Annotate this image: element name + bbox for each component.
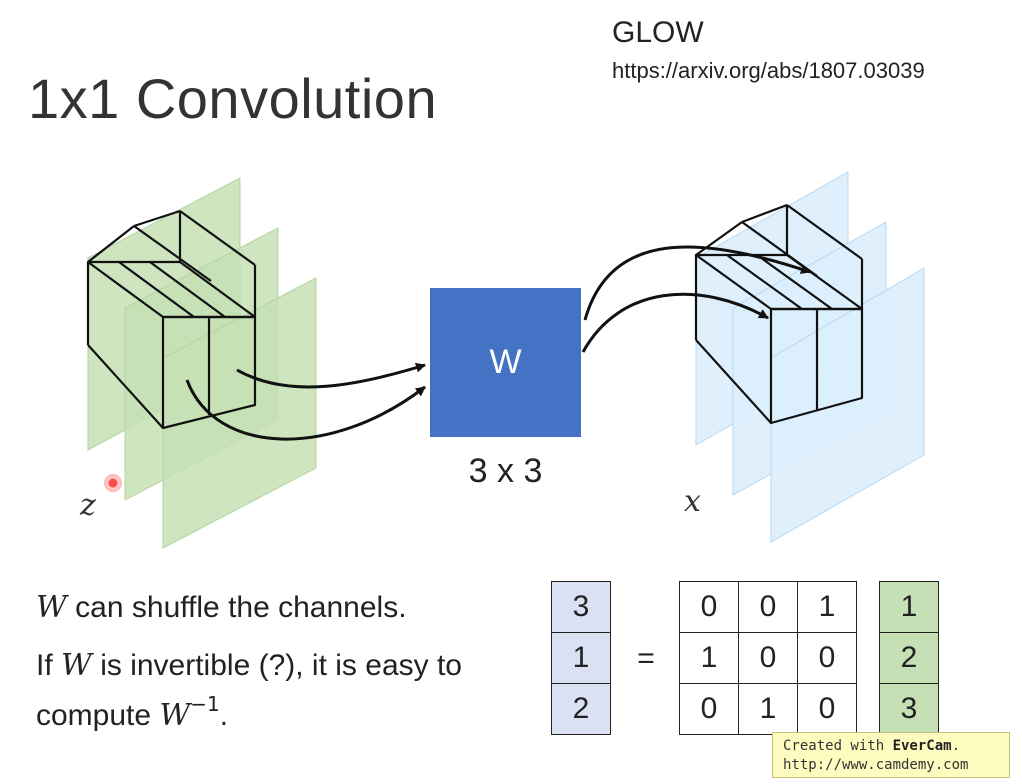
output-vector: 3 1 2	[551, 581, 611, 735]
flow-arrows	[185, 245, 811, 441]
inverse-superscript: −1	[190, 692, 220, 716]
vector-cell: 1	[879, 581, 939, 633]
weight-box	[430, 288, 581, 437]
vector-cell: 2	[551, 683, 611, 735]
note-var: W	[36, 590, 67, 625]
watermark-text: Created with	[783, 738, 893, 754]
note-text: is invertible (?), it is easy to	[91, 649, 462, 682]
matrix-cell: 0	[738, 581, 798, 633]
note-var: W	[61, 648, 92, 683]
vector-cell: 3	[879, 683, 939, 735]
matrix-cell: 1	[679, 632, 739, 684]
input-channel-planes	[87, 177, 317, 549]
reference-name: GLOW	[612, 16, 704, 49]
note-text: compute	[36, 699, 160, 732]
equals-sign: =	[637, 642, 655, 675]
vector-cell: 2	[879, 632, 939, 684]
slide-title: 1x1 Convolution	[28, 67, 438, 130]
note-line-2: If W is invertible (?), it is easy to	[36, 648, 462, 683]
output-variable-label: x	[684, 484, 701, 519]
permutation-matrix: 0 0 1 1 0 0 0 1 0	[679, 581, 857, 735]
weight-label: W	[489, 343, 522, 381]
input-variable-label: z	[80, 488, 96, 523]
vector-cell: 3	[551, 581, 611, 633]
output-plane-3	[770, 267, 925, 543]
matrix-cell: 0	[797, 683, 857, 735]
note-text: .	[219, 699, 229, 732]
input-plane-3	[162, 277, 317, 549]
arrow-w-to-x-2	[581, 292, 769, 353]
arrow-z-to-w-1	[236, 362, 426, 389]
reference-url: https://arxiv.org/abs/1807.03039	[612, 58, 925, 83]
note-var: W	[159, 698, 191, 733]
input-vector: 1 2 3	[879, 581, 939, 735]
watermark-line-1: Created with EverCam.	[783, 737, 999, 756]
note-line-3: compute W−1.	[36, 692, 228, 733]
vector-cell: 1	[551, 632, 611, 684]
arrow-w-to-x-1	[583, 245, 811, 321]
note-line-1: W can shuffle the channels.	[36, 590, 407, 625]
matrix-cell: 0	[797, 632, 857, 684]
arrow-z-to-w-2	[185, 379, 426, 441]
watermark-url: http://www.camdemy.com	[783, 757, 969, 773]
note-text: can shuffle the channels.	[66, 591, 407, 624]
weight-size-label: 3 x 3	[468, 452, 543, 490]
matrix-cell: 1	[738, 683, 798, 735]
pointer-cursor-icon	[104, 474, 122, 492]
note-text: If	[36, 649, 62, 682]
matrix-cell: 0	[679, 581, 739, 633]
watermark-brand: EverCam	[892, 738, 952, 754]
matrix-cell: 1	[797, 581, 857, 633]
evercam-watermark[interactable]: Created with EverCam. http://www.camdemy…	[772, 732, 1010, 778]
output-channel-planes	[695, 171, 925, 543]
watermark-text: .	[951, 738, 961, 754]
matrix-cell: 0	[679, 683, 739, 735]
matrix-cell: 0	[738, 632, 798, 684]
input-cube	[86, 209, 257, 430]
